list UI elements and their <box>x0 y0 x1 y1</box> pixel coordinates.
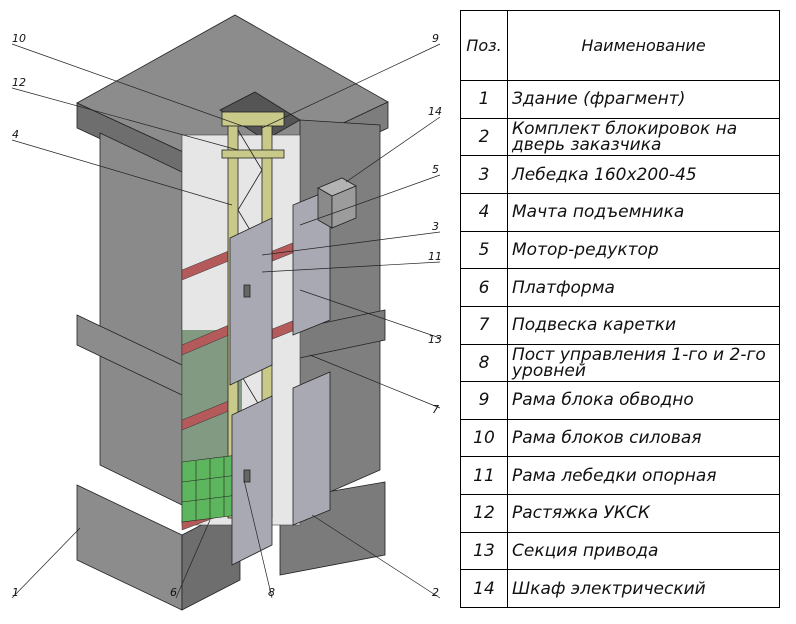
callout-1: 1 <box>12 586 19 599</box>
callout-6: 6 <box>170 586 177 599</box>
header-pos: Поз. <box>460 9 508 82</box>
callout-9: 9 <box>432 32 439 45</box>
callout-10: 10 <box>12 32 26 45</box>
table-header-row: Поз. Наименование <box>460 9 780 82</box>
row-pos: 14 <box>460 569 508 608</box>
row-pos: 2 <box>460 117 508 157</box>
lift-isometric-drawing: 10 12 4 9 14 5 3 11 13 7 1 6 8 2 <box>11 14 442 611</box>
row-pos: 6 <box>460 268 508 307</box>
row-name: Лебедка 160х200-45 <box>507 155 780 195</box>
row-pos: 5 <box>460 230 508 270</box>
row-pos: 9 <box>460 381 508 420</box>
row-name: Шкаф электрический <box>507 569 780 608</box>
row-pos: 1 <box>460 80 508 119</box>
row-name: Секция привода <box>507 531 780 571</box>
row-pos: 10 <box>460 418 508 458</box>
row-name: Мотор-редуктор <box>507 230 780 270</box>
electric-cabinet <box>317 177 357 229</box>
callout-11: 11 <box>428 250 442 263</box>
row-pos: 7 <box>460 305 508 345</box>
callout-14: 14 <box>428 105 442 118</box>
row-name: Рама блока обводно <box>507 381 780 420</box>
callout-13: 13 <box>428 333 442 346</box>
row-name: Платформа <box>507 268 780 307</box>
callout-2: 2 <box>432 586 439 599</box>
row-name: Рама блоков силовая <box>507 418 780 458</box>
row-pos: 3 <box>460 155 508 195</box>
row-name: Комплект блокировок на дверь заказчика <box>507 117 780 157</box>
callout-7: 7 <box>432 403 439 416</box>
row-name: Подвеска каретки <box>507 305 780 345</box>
row-pos: 12 <box>460 494 508 533</box>
row-pos: 4 <box>460 193 508 232</box>
row-name: Здание (фрагмент) <box>507 80 780 119</box>
platform <box>181 454 239 523</box>
row-name: Рама лебедки опорная <box>507 456 780 496</box>
row-pos: 13 <box>460 531 508 571</box>
row-name: Пост управления 1-го и 2-го уровней <box>507 343 780 383</box>
row-name: Мачта подъемника <box>507 193 780 232</box>
row-name: Растяжка УКСК <box>507 494 780 533</box>
lower-doors <box>231 371 331 566</box>
callout-12: 12 <box>12 76 26 89</box>
upper-doors <box>229 189 331 386</box>
row-pos: 11 <box>460 456 508 496</box>
leader-lines <box>11 43 441 599</box>
callout-3: 3 <box>432 220 439 233</box>
header-name: Наименование <box>507 9 780 82</box>
row-pos: 8 <box>460 343 508 383</box>
callout-labels: 10 12 4 9 14 5 3 11 13 7 1 6 8 2 <box>12 32 442 599</box>
callout-4: 4 <box>12 128 19 141</box>
callout-5: 5 <box>432 163 439 176</box>
callout-8: 8 <box>268 586 275 599</box>
